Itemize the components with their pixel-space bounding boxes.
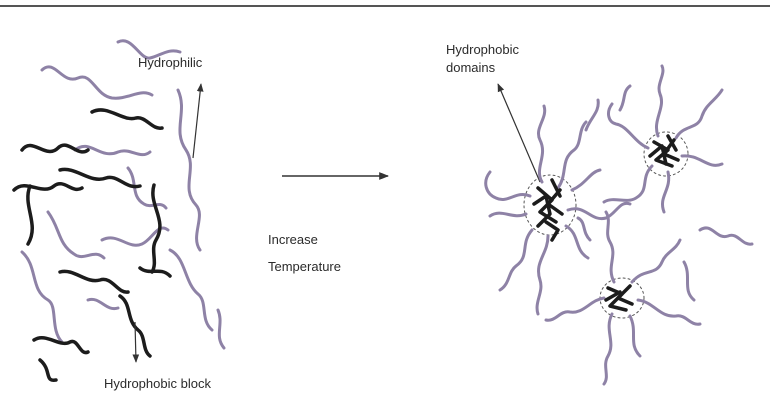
hydrophilic-chain: [500, 230, 532, 290]
hydrophilic-chain: [486, 172, 530, 200]
hydrophilic-chain: [656, 66, 662, 136]
hydrophilic-chain: [568, 203, 630, 218]
hydrophilic-chain: [684, 262, 694, 300]
hydrophobic-domain-3: [546, 212, 700, 384]
hydrophilic-chains: [22, 41, 224, 348]
hydrophilic-label: Hydrophilic: [138, 55, 203, 70]
hydrophilic-chain: [609, 104, 648, 148]
hydrophilic-chain: [537, 236, 548, 314]
hydrophilic-chain: [490, 213, 526, 216]
hydrophilic-chain: [638, 300, 700, 324]
hydrophilic-chain: [88, 299, 118, 308]
hydrophobic-block-label: Hydrophobic block: [104, 376, 211, 391]
hydrophobic-chain: [618, 286, 632, 304]
hydrophilic-chain: [578, 218, 590, 240]
hydrophobic-chain: [152, 185, 160, 272]
hydrophilic-chain: [700, 228, 752, 244]
hydrophobic-domains-label-line2: domains: [446, 60, 496, 75]
hydrophilic-chain: [662, 172, 668, 212]
hydrophobic-domain-2: [604, 66, 722, 212]
hydrophilic-chain: [558, 122, 586, 188]
hydrophilic-chain: [604, 166, 652, 202]
hydrophilic-chain: [632, 240, 680, 282]
free-chains-group: [14, 41, 224, 380]
hydrophilic-chain: [620, 86, 630, 110]
hydrophilic-chain: [538, 106, 544, 182]
hydrophilic-pointer-arrow: [193, 84, 201, 158]
hydrophobic-domain-1: [486, 106, 630, 314]
hydrophilic-chain: [546, 298, 604, 320]
hydrophilic-chain: [676, 90, 722, 138]
hydrophilic-chain: [606, 212, 614, 282]
hydrophobic-chain: [28, 186, 32, 244]
hydrophobic-domains-label-line1: Hydrophobic: [446, 42, 519, 57]
hydrophobic-chain: [40, 360, 56, 380]
hydrophobic-chains: [14, 110, 170, 380]
hydrophobic-chain: [60, 271, 128, 292]
hydrophilic-chain: [22, 252, 62, 342]
hydrophilic-chain: [682, 156, 722, 166]
hydrophilic-chain: [630, 316, 640, 356]
hydrophilic-chain: [586, 100, 598, 130]
hydrophilic-chain: [48, 212, 104, 258]
hydrophilic-chain: [572, 170, 600, 190]
temperature-label: Temperature: [268, 259, 341, 274]
hydrophobic-chain: [14, 184, 82, 190]
hydrophilic-chain: [178, 90, 200, 250]
hydrophilic-chain: [42, 67, 152, 98]
hydrophobic-domains-pointer-arrow: [498, 84, 540, 182]
hydrophilic-chain: [170, 250, 212, 330]
hydrophobic-chain: [92, 110, 162, 128]
hydrophilic-chain: [218, 310, 224, 348]
increase-label: Increase: [268, 232, 318, 247]
hydrophilic-chain: [604, 314, 612, 384]
hydrophobic-chain: [60, 169, 140, 186]
